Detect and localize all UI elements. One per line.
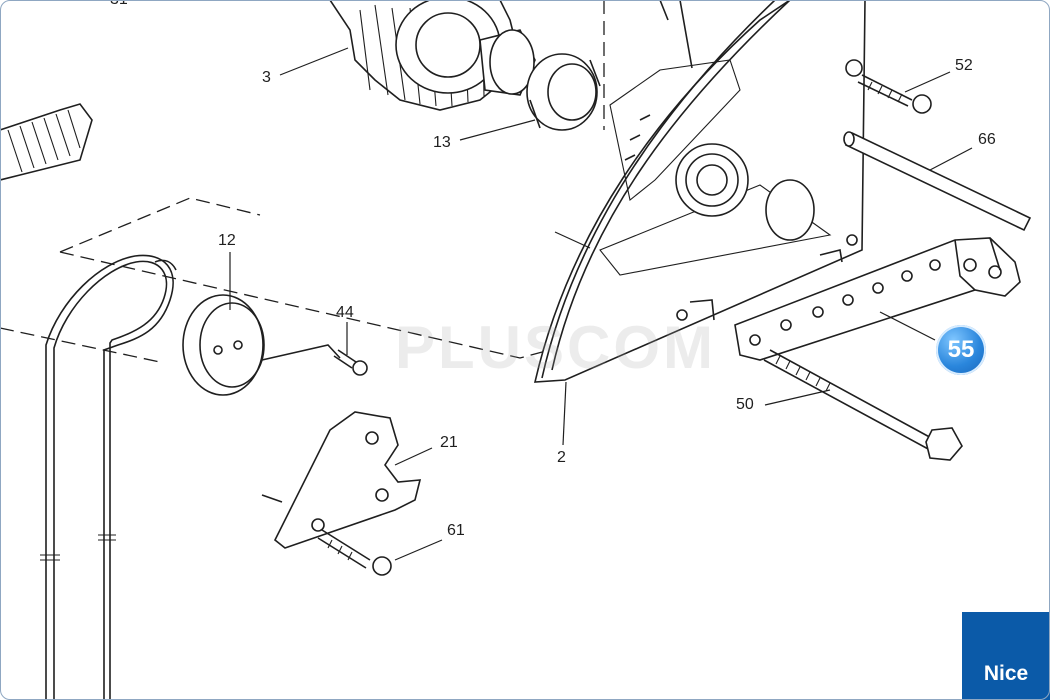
screw-44 <box>333 349 368 376</box>
rod-66 <box>843 131 1032 232</box>
screw-52 <box>845 59 932 114</box>
bracket-55 <box>734 237 1021 361</box>
bolt-50 <box>763 349 963 461</box>
callout-52: 52 <box>955 57 973 74</box>
motor-plate <box>533 0 866 383</box>
callout-50: 50 <box>736 396 754 413</box>
callout-21: 21 <box>440 434 458 451</box>
rope-loop <box>40 254 177 700</box>
callout-2: 2 <box>557 449 566 466</box>
callout-12: 12 <box>218 232 236 249</box>
callout-31: 31 <box>110 0 128 8</box>
drive-gear <box>329 0 536 111</box>
callout-61: 61 <box>447 522 465 539</box>
worm-shaft <box>0 103 93 181</box>
callout-44: 44 <box>336 304 354 321</box>
screw-61 <box>317 529 392 576</box>
watermark-text: PLUSCOM <box>395 314 716 381</box>
pulley-12 <box>182 294 341 396</box>
plate-21 <box>261 411 422 549</box>
callout-66: 66 <box>978 131 996 148</box>
highlight-badge-55[interactable]: 55 <box>936 325 986 375</box>
callout-13: 13 <box>433 134 451 151</box>
bushing <box>526 53 601 131</box>
gear-rack <box>659 0 693 69</box>
leader-lines <box>229 47 973 561</box>
callout-3: 3 <box>262 69 271 86</box>
brand-logo: Nice <box>962 612 1050 700</box>
